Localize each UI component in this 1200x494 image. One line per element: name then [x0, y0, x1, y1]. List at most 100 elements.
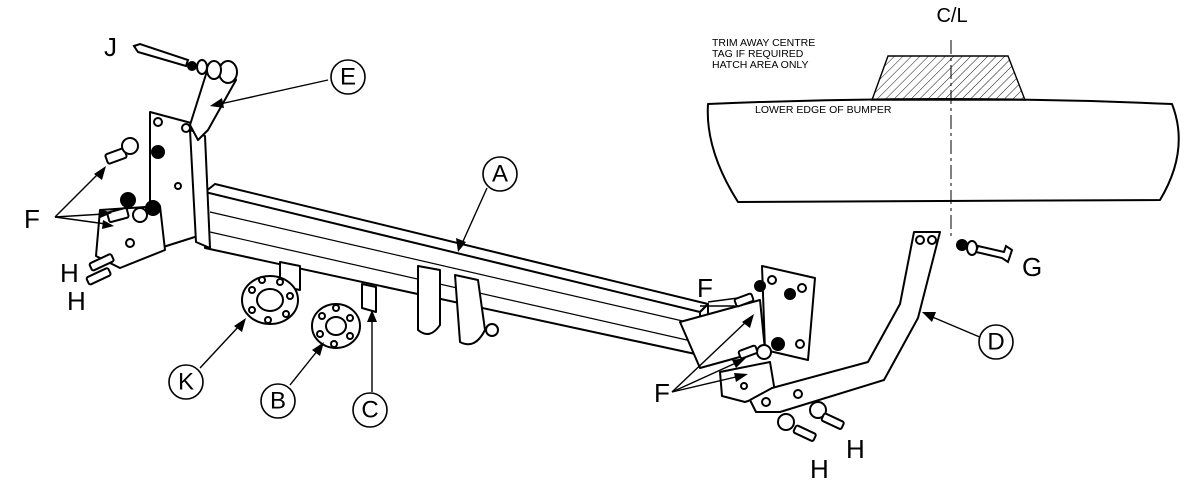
center-bracket-left	[417, 265, 441, 335]
center-bracket-right	[454, 274, 486, 346]
leader-f	[671, 361, 739, 393]
arm-hole	[915, 235, 925, 245]
label-h-left-1: H	[60, 258, 79, 288]
flange-b	[311, 303, 361, 349]
plate-hole	[795, 339, 805, 349]
flange-hole	[276, 278, 284, 286]
bolt-j	[132, 42, 190, 68]
leader-d	[929, 315, 983, 339]
plate-hole	[797, 283, 807, 293]
bolt-g-assembly	[956, 239, 1014, 264]
lower-edge-label: LOWER EDGE OF BUMPER	[755, 104, 892, 116]
flange-hole	[264, 316, 272, 324]
label-g: G	[1022, 252, 1042, 282]
arrow-head	[456, 238, 466, 252]
flange-hole	[282, 310, 290, 318]
leader-k	[199, 324, 241, 369]
flange-hole	[258, 276, 266, 284]
callout-b: B	[260, 383, 296, 419]
callout-e-label: E	[340, 63, 356, 90]
bolt-h	[85, 267, 112, 286]
callout-d: D	[978, 324, 1014, 360]
nut	[956, 239, 968, 251]
trim-note-line-2: TAG IF REQUIRED	[712, 48, 804, 60]
nut	[784, 288, 796, 300]
arrow-head	[312, 342, 324, 356]
callout-k: K	[168, 364, 204, 400]
callout-c: C	[352, 392, 388, 428]
label-h-left-2: H	[67, 286, 86, 316]
label-f-right-top: F	[697, 273, 713, 303]
bolt-h	[88, 253, 115, 272]
callout-e: E	[330, 59, 366, 95]
washer	[132, 207, 148, 223]
leader-f	[54, 216, 107, 225]
leader-b	[289, 349, 319, 386]
nut	[187, 61, 197, 71]
trim-note-line-1: TRIM AWAY CENTRE	[712, 37, 815, 49]
washer	[777, 413, 795, 431]
plate-hole	[174, 182, 182, 190]
plate-hole	[767, 275, 777, 285]
trim-note-line-3: HATCH AREA ONLY	[712, 59, 808, 71]
bolt-g	[974, 244, 1014, 264]
arrow-head	[734, 373, 748, 382]
leader-f	[671, 319, 749, 393]
callout-c-label: C	[361, 396, 378, 423]
plate-hole	[181, 123, 191, 133]
flange-hole	[330, 340, 338, 348]
flange-b-centre	[325, 316, 347, 336]
label-h-right-2: H	[810, 454, 829, 484]
plate-hole	[740, 382, 748, 390]
nut	[151, 145, 165, 159]
left-bolts-h	[85, 253, 115, 286]
callout-b-label: B	[270, 387, 286, 414]
label-h-right-1: H	[846, 434, 865, 464]
leader-a	[459, 187, 488, 249]
flange-k	[241, 275, 299, 325]
washer	[756, 344, 772, 360]
callout-k-label: K	[178, 368, 194, 395]
leader-e	[219, 79, 329, 105]
arrow-head	[94, 166, 106, 180]
washer	[809, 401, 827, 419]
arm-d-body	[749, 231, 941, 413]
flange-hole	[248, 306, 256, 314]
arrow-head	[102, 220, 114, 229]
callout-a: A	[482, 156, 518, 192]
arm-d	[749, 231, 941, 413]
washer	[121, 137, 139, 155]
washer	[196, 59, 208, 75]
flange-hole	[332, 304, 340, 312]
nut	[120, 192, 136, 208]
bolt-h	[820, 412, 845, 430]
flange-hole	[346, 332, 354, 340]
leader-f	[707, 297, 739, 303]
arrow-head	[100, 209, 112, 218]
bolt-f	[737, 344, 759, 360]
arrow-head	[732, 358, 746, 368]
flange-hole	[286, 292, 294, 300]
bolt-h	[792, 424, 817, 442]
bolt-f	[106, 207, 130, 223]
leader-lines	[54, 79, 983, 393]
label-j: J	[104, 32, 117, 62]
arrow-head	[210, 98, 224, 108]
flange-hole	[248, 286, 256, 294]
nut	[754, 280, 766, 292]
callout-d-label: D	[987, 328, 1004, 355]
trim-hatch-area	[871, 55, 1027, 101]
bumper-detail: C/L TRIM AWAY CENTRE TAG IF REQUIRED HAT…	[706, 5, 1180, 240]
bolt-j-assembly	[132, 42, 222, 80]
nut	[145, 200, 161, 216]
arrow-head	[367, 310, 377, 322]
plate-hole	[153, 117, 163, 127]
leader-f	[54, 213, 105, 218]
label-f-right-bottom: F	[654, 378, 670, 408]
arm-hole	[761, 397, 771, 407]
flange-k-centre	[256, 288, 284, 312]
nut	[771, 337, 785, 351]
spacer	[206, 60, 222, 80]
bolt-f	[733, 292, 755, 308]
